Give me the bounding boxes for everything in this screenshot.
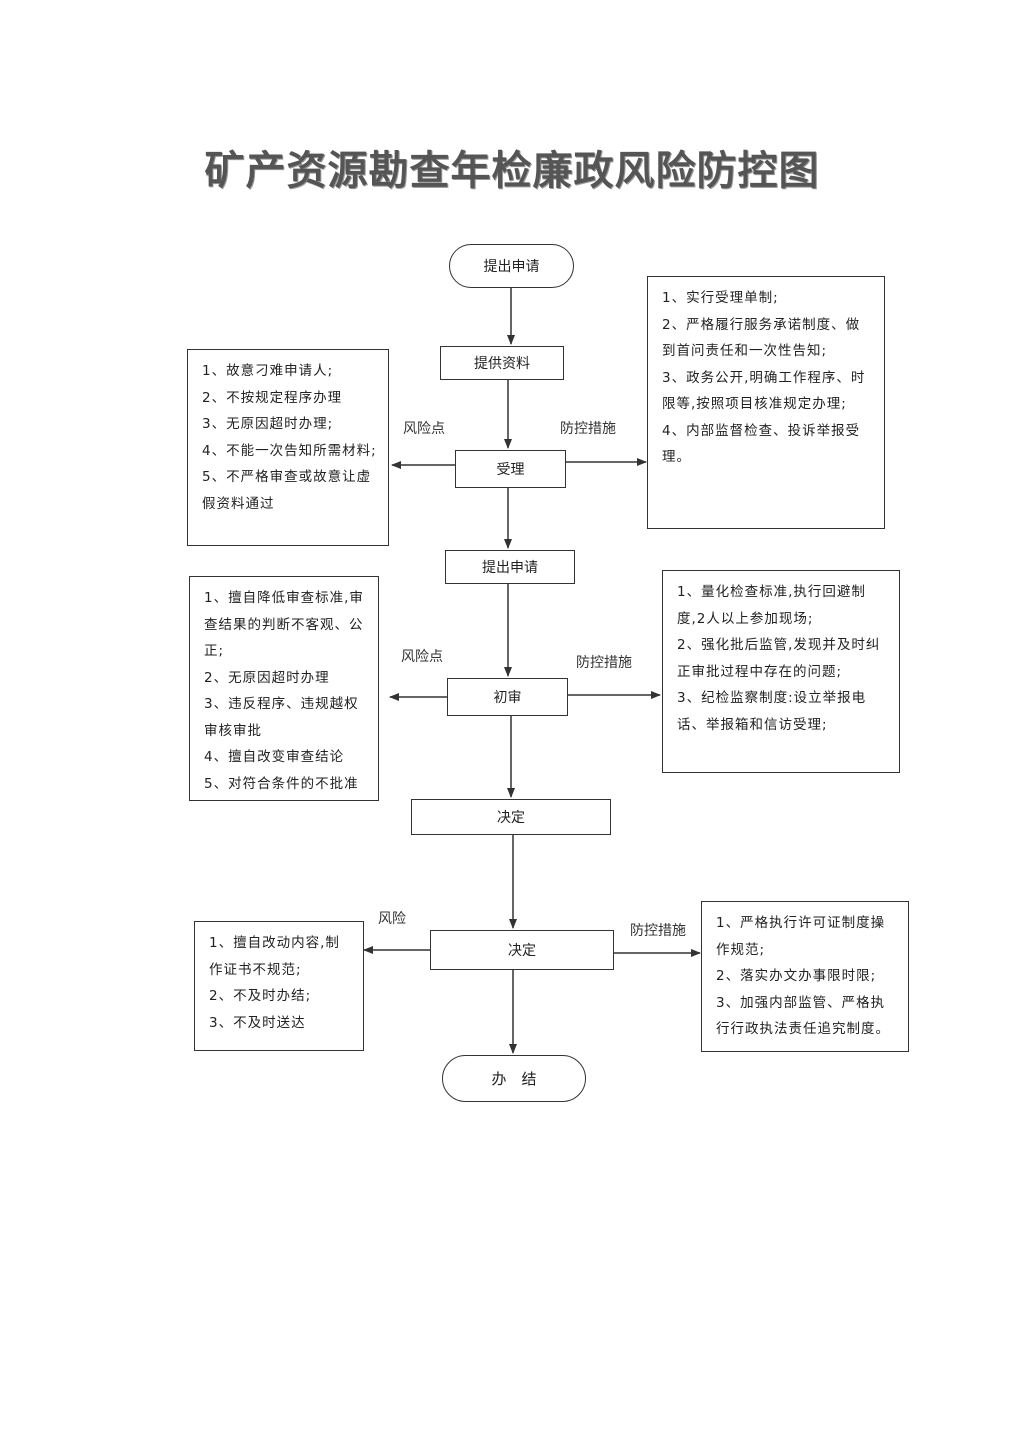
risk-item: 4、不能一次告知所需材料;: [202, 442, 377, 459]
label-risk-3: 风险: [378, 911, 406, 927]
control-item: 1、严格执行许可证制度操作规范;: [716, 915, 886, 958]
step-accept: 受理: [455, 450, 566, 488]
step-decide-1: 决定: [411, 799, 611, 835]
risk-item: 4、擅自改变审查结论: [204, 749, 345, 765]
label-risk-1: 风险点: [403, 421, 445, 437]
page-title: 矿产资源勘查年检廉政风险防控图: [204, 147, 820, 194]
control-item: 3、政务公开,明确工作程序、时限等,按照项目核准规定办理;: [662, 369, 866, 413]
control-item: 2、严格履行服务承诺制度、做到首问责任和一次性告知;: [662, 316, 861, 360]
step-start: 提出申请: [449, 244, 574, 288]
label-control-2: 防控措施: [576, 655, 632, 671]
control-item: 2、强化批后监管,发现并及时纠正审批过程中存在的问题;: [677, 637, 881, 680]
risk-item: 3、无原因超时办理;: [202, 416, 334, 432]
step-review: 初审: [447, 678, 568, 716]
label-risk-2: 风险点: [401, 649, 443, 665]
risk-item: 5、对符合条件的不批准: [204, 775, 359, 792]
risk-item: 2、不及时办结;: [209, 988, 312, 1004]
control-item: 4、内部监督检查、投诉举报受理。: [662, 422, 861, 466]
risk-item: 2、不按规定程序办理: [202, 389, 343, 406]
label-control-3: 防控措施: [630, 923, 686, 939]
control-item: 3、纪检监察制度:设立举报电话、举报箱和信访受理;: [677, 690, 867, 733]
step-end: 办 结: [442, 1055, 586, 1102]
control-item: 2、落实办文办事限时限;: [716, 968, 877, 984]
label-control-1: 防控措施: [560, 421, 616, 437]
risk-box-accept: 1、故意刁难申请人; 2、不按规定程序办理 3、无原因超时办理; 4、不能一次告…: [187, 349, 389, 546]
risk-item: 1、故意刁难申请人;: [202, 363, 334, 379]
risk-item: 1、擅自降低审查标准,审查结果的判断不客观、公正;: [204, 590, 364, 659]
control-item: 1、实行受理单制;: [662, 290, 779, 306]
control-item: 1、量化检查标准,执行回避制度,2人以上参加现场;: [677, 584, 866, 627]
step-decide-2: 决定: [430, 930, 614, 970]
step-materials: 提供资料: [440, 346, 564, 380]
control-box-accept: 1、实行受理单制; 2、严格履行服务承诺制度、做到首问责任和一次性告知; 3、政…: [647, 276, 885, 529]
risk-item: 5、不严格审查或故意让虚假资料通过: [202, 469, 372, 512]
control-box-decide: 1、严格执行许可证制度操作规范; 2、落实办文办事限时限; 3、加强内部监管、严…: [701, 901, 909, 1052]
risk-item: 3、违反程序、违规越权审核审批: [204, 696, 359, 739]
risk-box-decide: 1、擅自改动内容,制作证书不规范; 2、不及时办结; 3、不及时送达: [194, 921, 364, 1051]
step-apply: 提出申请: [445, 550, 575, 584]
risk-item: 2、无原因超时办理: [204, 669, 330, 686]
control-item: 3、加强内部监管、严格执行行政执法责任追究制度。: [716, 994, 890, 1038]
risk-box-review: 1、擅自降低审查标准,审查结果的判断不客观、公正; 2、无原因超时办理 3、违反…: [189, 576, 379, 801]
control-box-review: 1、量化检查标准,执行回避制度,2人以上参加现场; 2、强化批后监管,发现并及时…: [662, 570, 900, 773]
risk-item: 3、不及时送达: [209, 1014, 306, 1031]
risk-item: 1、擅自改动内容,制作证书不规范;: [209, 935, 340, 978]
